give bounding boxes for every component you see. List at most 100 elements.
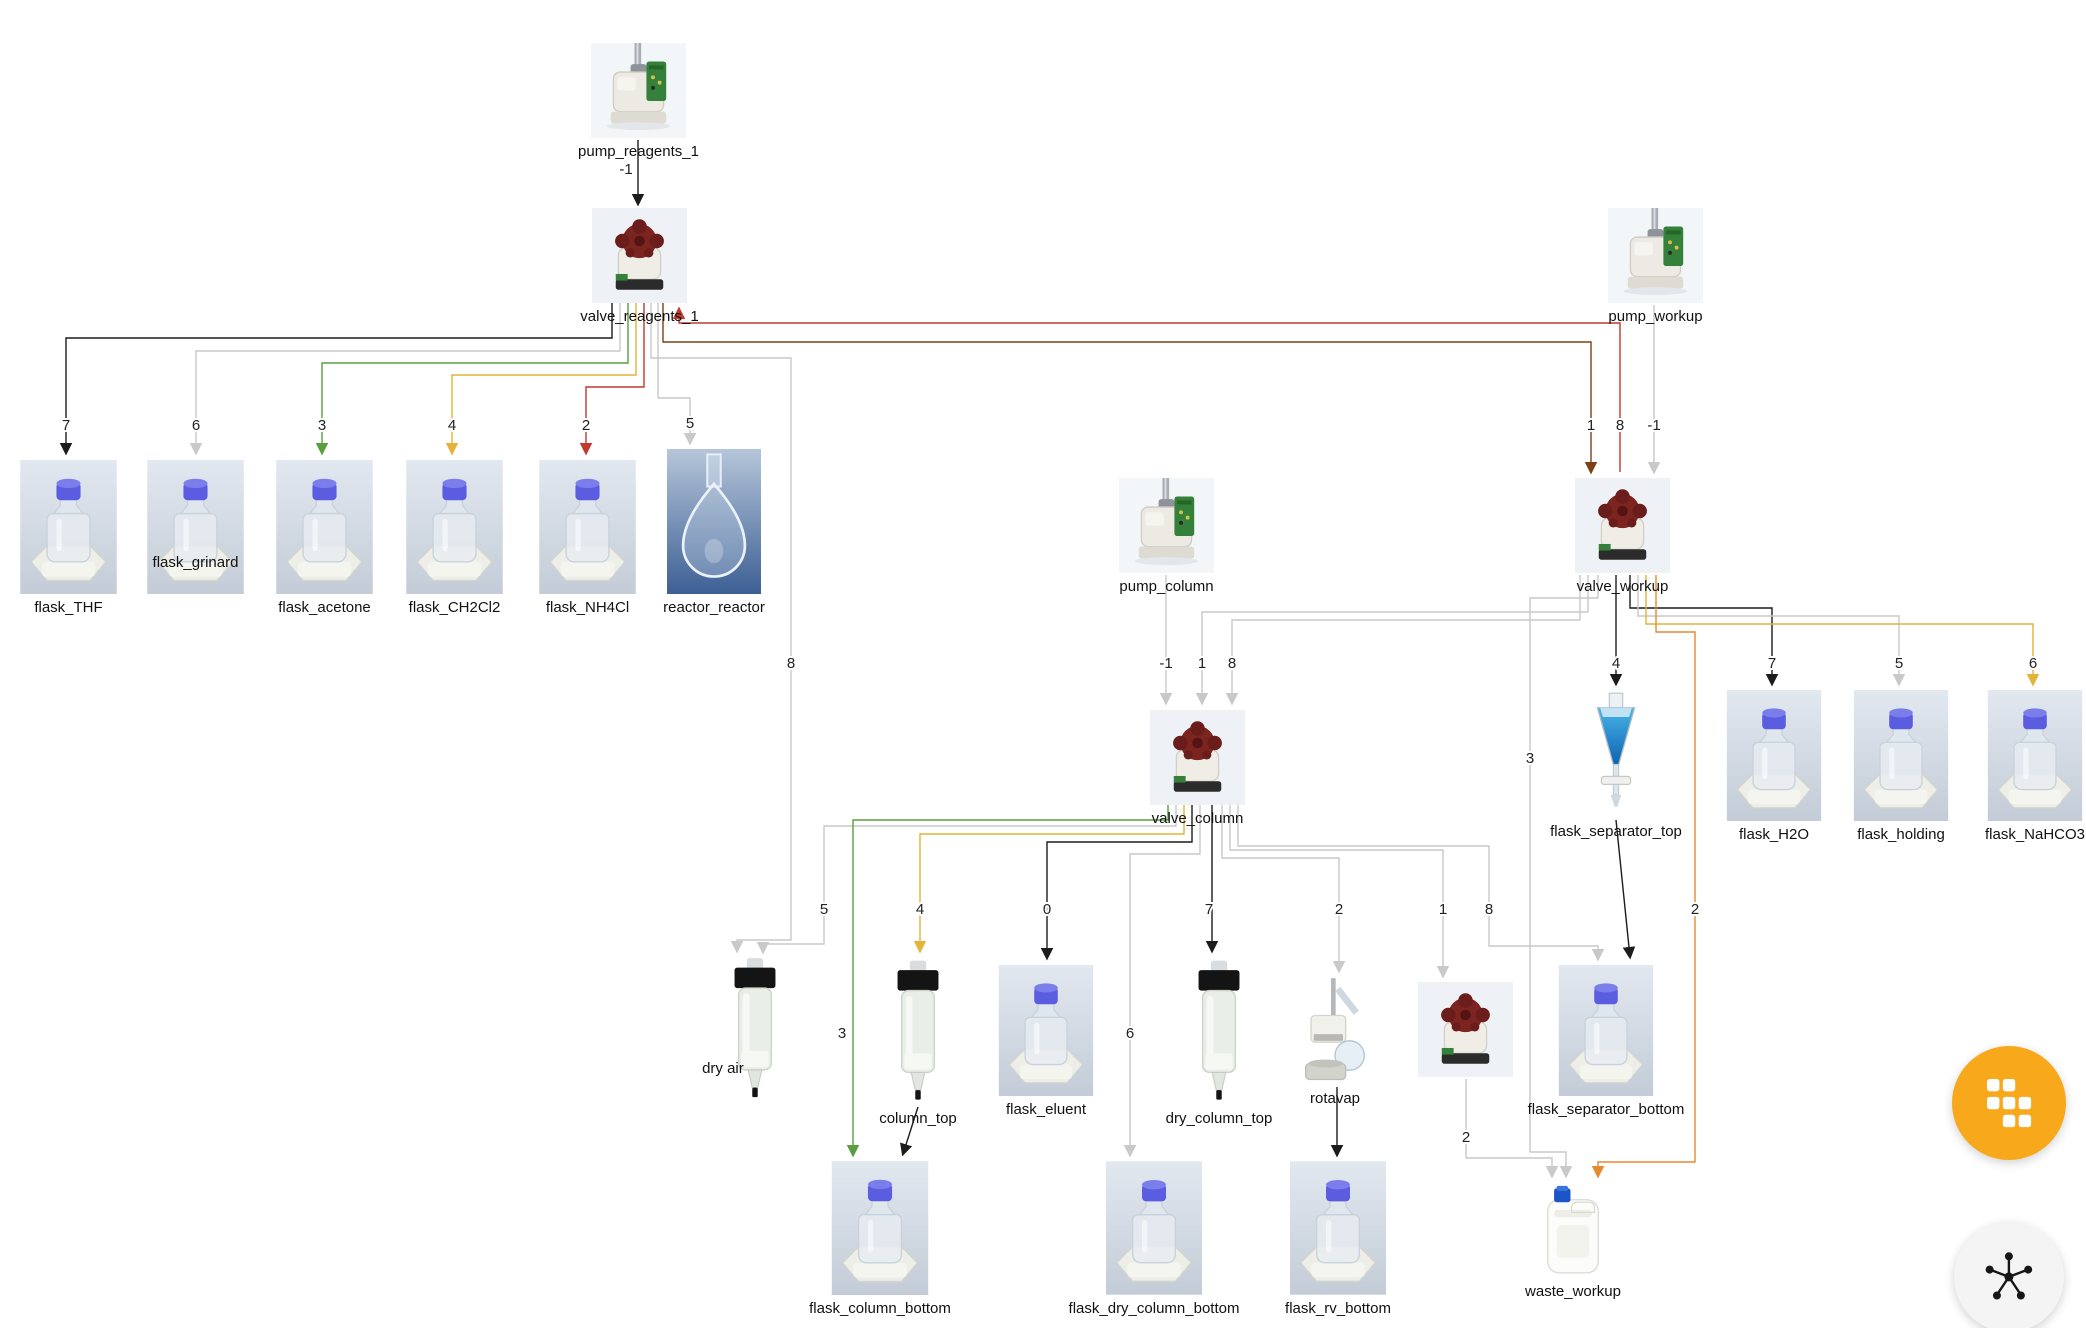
- edge-valve_workup-to-valve_column-8: [1225, 575, 1581, 706]
- node-column_top[interactable]: column_top: [879, 958, 957, 1127]
- flask-icon: [1853, 690, 1949, 821]
- edge-label: 0: [1043, 901, 1051, 918]
- node-label: flask_acetone: [278, 599, 371, 616]
- column-icon: [888, 958, 948, 1105]
- edge-label: 7: [1768, 655, 1776, 672]
- node-label: flask_CH2Cl2: [408, 599, 501, 616]
- node-flask_rv_bottom[interactable]: flask_rv_bottom: [1285, 1161, 1391, 1317]
- separatory-funnel-icon: [1579, 690, 1653, 818]
- node-label: flask_eluent: [1005, 1101, 1087, 1118]
- node-valve_separator[interactable]: [1418, 982, 1513, 1077]
- node-label: rotavap: [1309, 1090, 1361, 1107]
- brain-icon: [1985, 1252, 2033, 1300]
- rotavap-icon: [1303, 978, 1367, 1085]
- edge-valve_column-to-dry_air: [756, 805, 1177, 955]
- node-pump_reagents_1[interactable]: pump_reagents_1: [578, 43, 699, 160]
- flask-icon: [406, 460, 503, 594]
- edge-label: 3: [1526, 750, 1534, 767]
- edge-valve_reagents-to-flask_NH4Cl: [579, 303, 645, 456]
- grid-icon: [1986, 1078, 2032, 1128]
- edge-valve_column-to-column_top: [913, 805, 1185, 954]
- edge-label: 2: [1691, 901, 1699, 918]
- pump-icon: [1119, 478, 1214, 573]
- node-valve_column[interactable]: valve_column: [1150, 710, 1245, 827]
- assistant-fab-button[interactable]: [1954, 1222, 2064, 1328]
- node-flask_eluent[interactable]: flask_eluent: [998, 965, 1094, 1118]
- edge-valve_reagents-to-flask_grinard: [189, 303, 621, 456]
- flask-icon: [1290, 1161, 1386, 1295]
- flask-icon: [539, 460, 636, 594]
- node-label: flask_H2O: [1738, 826, 1810, 843]
- node-flask_NH4Cl[interactable]: flask_NH4Cl: [539, 460, 636, 616]
- node-label: flask_dry_column_bottom: [1068, 1300, 1240, 1317]
- node-label: dry_column_top: [1165, 1110, 1273, 1127]
- flask-icon: [831, 1161, 929, 1295]
- valve-icon: [1150, 710, 1245, 805]
- edge-valve_separator-to-waste_workup: [1465, 1079, 1559, 1179]
- edge-label: 2: [582, 417, 590, 434]
- edge-label: 5: [686, 415, 694, 432]
- flask-icon: [276, 460, 373, 594]
- edge-label: 3: [838, 1025, 846, 1042]
- node-flask_holding[interactable]: flask_holding: [1853, 690, 1949, 843]
- flask-icon: [1726, 690, 1822, 821]
- edge-valve_reagents-to-flask_THF: [59, 303, 613, 456]
- node-label: pump_reagents_1: [578, 143, 699, 160]
- node-label: reactor_reactor: [663, 599, 765, 616]
- edge-valve_reagents-to-valve_workup: [662, 303, 1598, 475]
- pump-icon: [591, 43, 686, 138]
- node-rotavap[interactable]: rotavap: [1303, 978, 1367, 1107]
- edge-label: 6: [2029, 655, 2037, 672]
- node-valve_reagents[interactable]: valve_reagents_1: [580, 208, 699, 325]
- edge-valve_column-to-flask_separator_bottom: [1237, 805, 1605, 962]
- node-flask_grinard[interactable]: flask_grinard: [147, 460, 244, 594]
- edge-label: 8: [787, 655, 795, 672]
- node-flask_CH2Cl2[interactable]: flask_CH2Cl2: [406, 460, 503, 616]
- node-flask_dry_column_bottom[interactable]: flask_dry_column_bottom: [1069, 1161, 1239, 1317]
- jerrycan-icon: [1544, 1182, 1602, 1278]
- node-reactor_reactor[interactable]: reactor_reactor: [663, 449, 765, 616]
- node-label: flask_rv_bottom: [1285, 1300, 1391, 1317]
- edge-valve_column-to-valve_separator: [1229, 805, 1450, 979]
- edge-label: 4: [916, 901, 924, 918]
- node-flask_H2O[interactable]: flask_H2O: [1726, 690, 1822, 843]
- edge-flask_separator_top-to-flask_separator_bottom: [1615, 819, 1636, 960]
- node-dry_air[interactable]: dry air: [702, 958, 785, 1100]
- node-flask_acetone[interactable]: flask_acetone: [276, 460, 373, 616]
- pump-icon: [1608, 208, 1703, 303]
- edge-label: -1: [1647, 417, 1660, 434]
- node-label: flask_grinard: [152, 553, 239, 571]
- apps-fab-button[interactable]: [1952, 1046, 2066, 1160]
- node-flask_NaHCO3[interactable]: flask_NaHCO3: [1985, 690, 2085, 843]
- node-label: flask_THF: [34, 599, 103, 616]
- edge-label: 1: [1439, 901, 1447, 918]
- node-label: flask_NaHCO3: [1984, 826, 2086, 843]
- node-dry_column_top[interactable]: dry_column_top: [1166, 958, 1272, 1127]
- edge-label: 1: [1198, 655, 1206, 672]
- edge-label: 5: [1895, 655, 1903, 672]
- drying-column-icon: [725, 958, 785, 1100]
- edge-label: 8: [1485, 901, 1493, 918]
- node-pump_workup[interactable]: pump_workup: [1608, 208, 1703, 325]
- node-waste_workup[interactable]: waste_workup: [1525, 1182, 1621, 1300]
- edge-valve_reagents-to-dry_air: [650, 303, 792, 954]
- node-flask_separator_bottom[interactable]: flask_separator_bottom: [1528, 965, 1684, 1118]
- node-label: waste_workup: [1525, 1283, 1621, 1300]
- node-flask_THF[interactable]: flask_THF: [20, 460, 117, 616]
- node-pump_column[interactable]: pump_column: [1119, 478, 1214, 595]
- edge-label: 8: [1228, 655, 1236, 672]
- edge-valve_column-to-rotavap: [1221, 805, 1346, 974]
- edge-label: 1: [1587, 417, 1595, 434]
- edge-valve_workup-to-flask_holding: [1637, 575, 1906, 687]
- node-flask_column_bottom[interactable]: flask_column_bottom: [809, 1161, 951, 1317]
- flask-icon: [147, 460, 244, 594]
- node-label: valve_reagents_1: [580, 308, 699, 325]
- node-valve_workup[interactable]: valve_workup: [1575, 478, 1670, 595]
- node-label: flask_NH4Cl: [545, 599, 630, 616]
- edge-label: 6: [1126, 1025, 1134, 1042]
- edge-valve_reagents-to-flask_CH2Cl2: [445, 303, 637, 456]
- edge-valve_workup-to-flask_NaHCO3: [1645, 575, 2040, 687]
- edge-label: 7: [62, 417, 70, 434]
- node-flask_separator_top[interactable]: flask_separator_top: [1550, 690, 1682, 840]
